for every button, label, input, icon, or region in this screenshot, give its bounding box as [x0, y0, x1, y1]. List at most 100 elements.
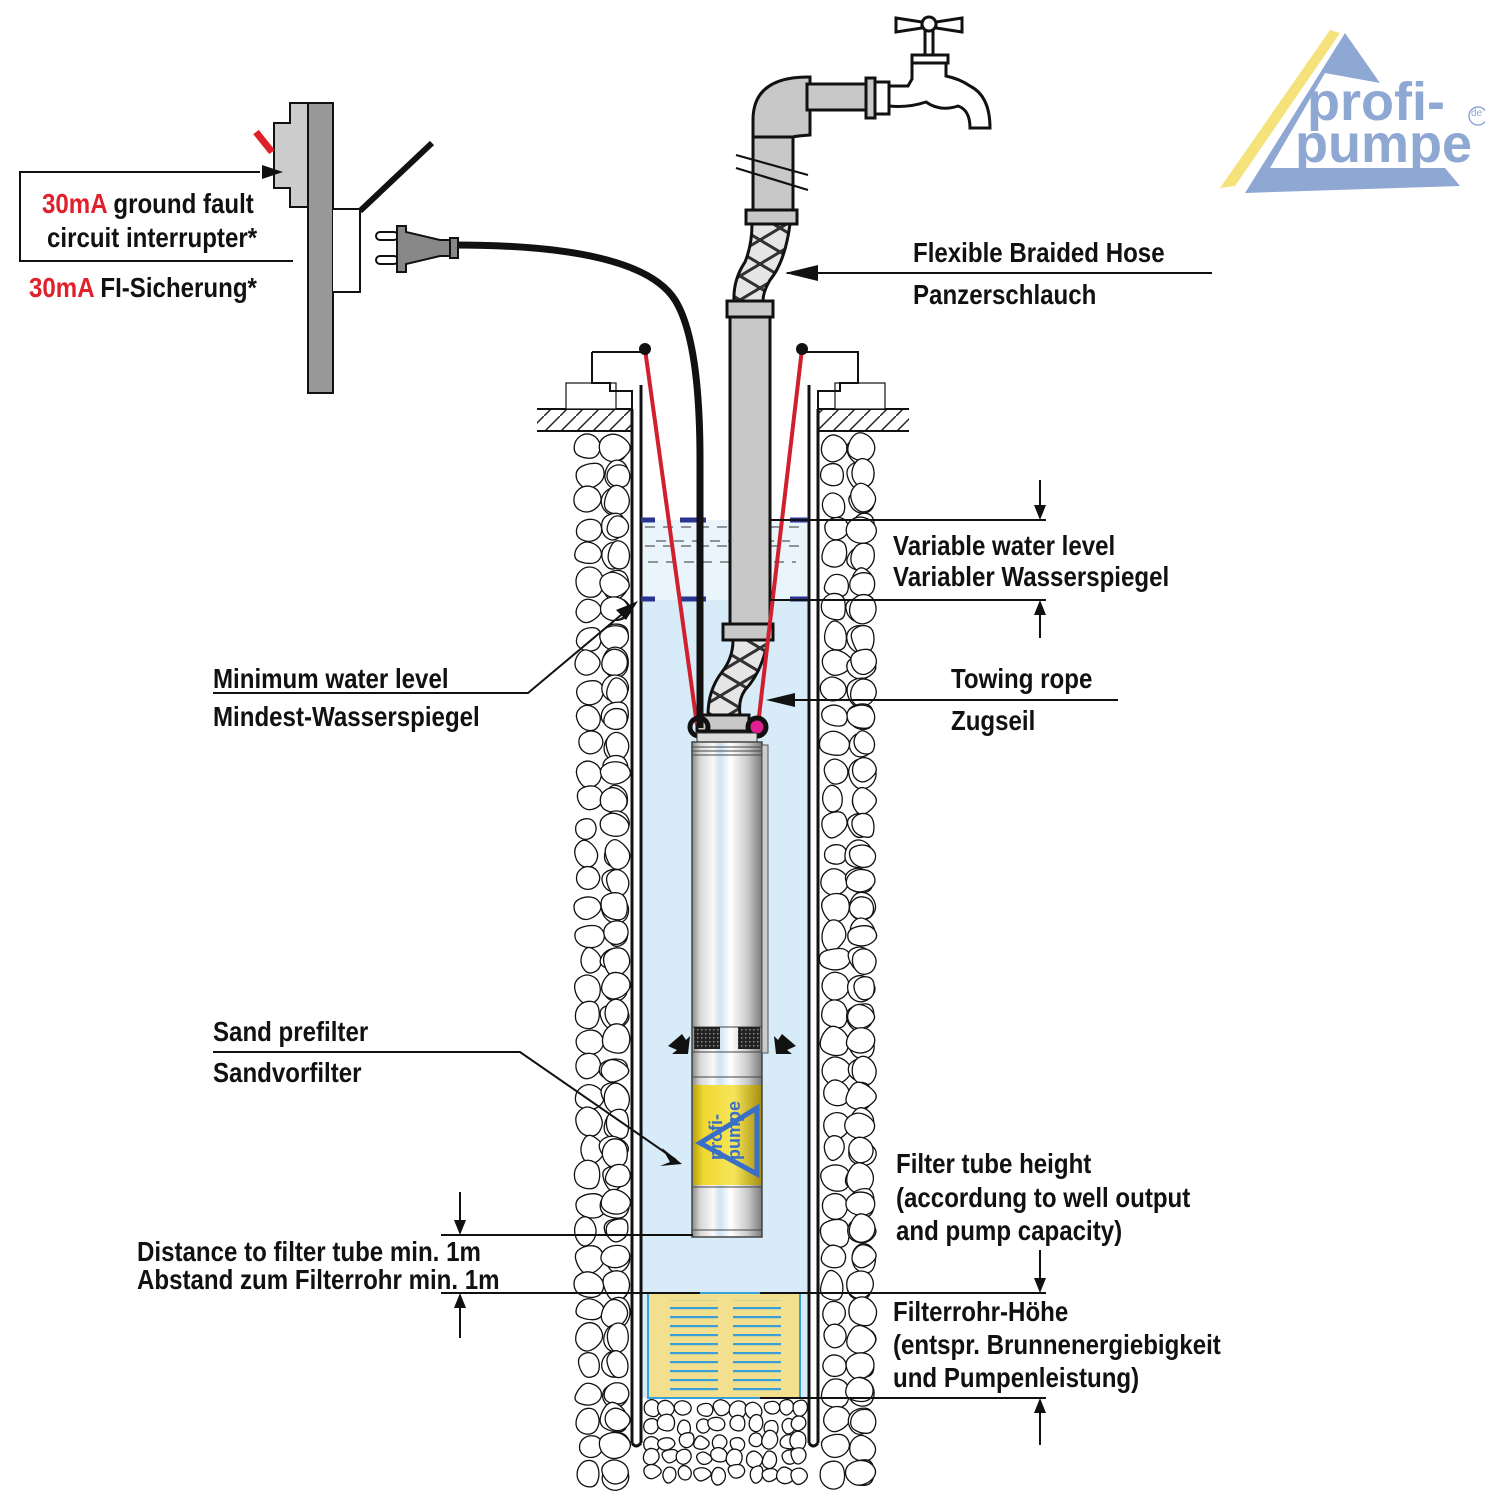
- hose-label-en: Flexible Braided Hose: [913, 237, 1165, 268]
- rock: [606, 515, 630, 539]
- rock: [821, 492, 846, 519]
- rock: [763, 1400, 781, 1415]
- well-casing: [630, 385, 820, 1448]
- rock: [712, 1399, 731, 1417]
- rock: [851, 786, 878, 816]
- rock: [575, 704, 601, 732]
- rock: [605, 731, 630, 762]
- towing-rope-label-en: Towing rope: [951, 663, 1093, 694]
- water-tap: [887, 15, 992, 130]
- rock: [848, 1136, 874, 1164]
- rock: [849, 1408, 877, 1434]
- rock: [821, 1056, 852, 1086]
- rock: [675, 1448, 692, 1465]
- rock: [823, 620, 848, 651]
- pump-logo-line2: pumpe: [724, 1101, 744, 1160]
- rock: [643, 1463, 662, 1480]
- rock: [819, 1218, 850, 1249]
- rock: [820, 434, 848, 463]
- gravel-left: [573, 433, 632, 1491]
- power-plug: [375, 225, 459, 273]
- rock: [761, 1467, 779, 1483]
- rock: [580, 946, 602, 974]
- rock: [677, 1464, 692, 1481]
- towing-rope-label-de: Zugseil: [951, 705, 1036, 736]
- rock: [849, 1434, 877, 1462]
- rock: [848, 844, 877, 868]
- rock: [599, 625, 630, 651]
- profi-pumpe-logo: profi- pumpe de: [1215, 28, 1488, 193]
- filter-tube-height-en-line2: (accordung to well output: [896, 1182, 1191, 1213]
- rock: [711, 1434, 728, 1452]
- rock: [846, 1162, 875, 1195]
- rock: [823, 844, 848, 865]
- filter-tube-height-de-line3: und Pumpenleistung): [893, 1362, 1140, 1393]
- rock: [818, 947, 852, 971]
- rock: [851, 756, 877, 783]
- rock: [845, 1352, 875, 1380]
- rock: [821, 892, 851, 923]
- submersible-pump: profi- pumpe: [687, 715, 769, 1238]
- rock: [821, 999, 849, 1029]
- rock: [845, 1027, 876, 1054]
- rock: [695, 1418, 711, 1434]
- rock: [846, 1270, 875, 1300]
- rock: [729, 1414, 746, 1432]
- rock: [605, 868, 630, 897]
- rock: [822, 1405, 851, 1433]
- rock: [761, 1450, 778, 1470]
- rock: [846, 1324, 877, 1355]
- rock: [792, 1399, 809, 1418]
- rock: [819, 1269, 844, 1301]
- rock: [578, 730, 604, 755]
- rock: [574, 924, 606, 949]
- wall-panel: [307, 102, 334, 394]
- rock: [603, 920, 629, 946]
- rock: [574, 1322, 604, 1352]
- rock: [575, 865, 601, 891]
- rock: [643, 1435, 661, 1454]
- gfci-label-de: 30mA FI-Sicherung*: [29, 272, 257, 303]
- rock: [761, 1429, 779, 1450]
- rock: [727, 1463, 746, 1479]
- rock: [823, 1323, 847, 1349]
- rock: [573, 1216, 597, 1247]
- rock: [848, 1213, 876, 1243]
- rock: [573, 1159, 601, 1190]
- rock: [601, 1138, 628, 1169]
- hose-label-de: Panzerschlauch: [913, 279, 1097, 310]
- rock: [602, 947, 631, 978]
- rock: [599, 571, 630, 598]
- well-cap-right: [804, 351, 886, 410]
- rock: [604, 1407, 631, 1432]
- rock: [573, 433, 601, 459]
- rock: [574, 839, 599, 868]
- rock: [574, 1245, 605, 1275]
- rock: [599, 761, 632, 785]
- rock: [573, 974, 601, 1005]
- rock: [606, 464, 631, 488]
- rock: [850, 482, 877, 513]
- rock: [662, 1466, 677, 1484]
- rock: [693, 1467, 712, 1482]
- rock: [696, 1451, 713, 1466]
- minimum-level-label-en: Minimum water level: [213, 663, 449, 694]
- rock: [603, 484, 630, 515]
- rock: [853, 976, 875, 1001]
- filter-tube: [647, 1292, 801, 1399]
- rock: [845, 516, 878, 544]
- rock: [728, 1400, 747, 1420]
- rock: [600, 1298, 629, 1329]
- leader-lines: [19, 171, 1210, 1445]
- rock: [606, 1350, 629, 1379]
- rock: [656, 1399, 675, 1418]
- braided-hose-lower: [706, 638, 770, 717]
- rock: [575, 1029, 605, 1055]
- rock: [574, 1083, 605, 1111]
- rock: [657, 1437, 676, 1451]
- rock: [574, 818, 597, 841]
- rock: [577, 1352, 600, 1378]
- rock: [849, 572, 876, 597]
- rock: [693, 1435, 710, 1450]
- rock: [749, 1465, 764, 1484]
